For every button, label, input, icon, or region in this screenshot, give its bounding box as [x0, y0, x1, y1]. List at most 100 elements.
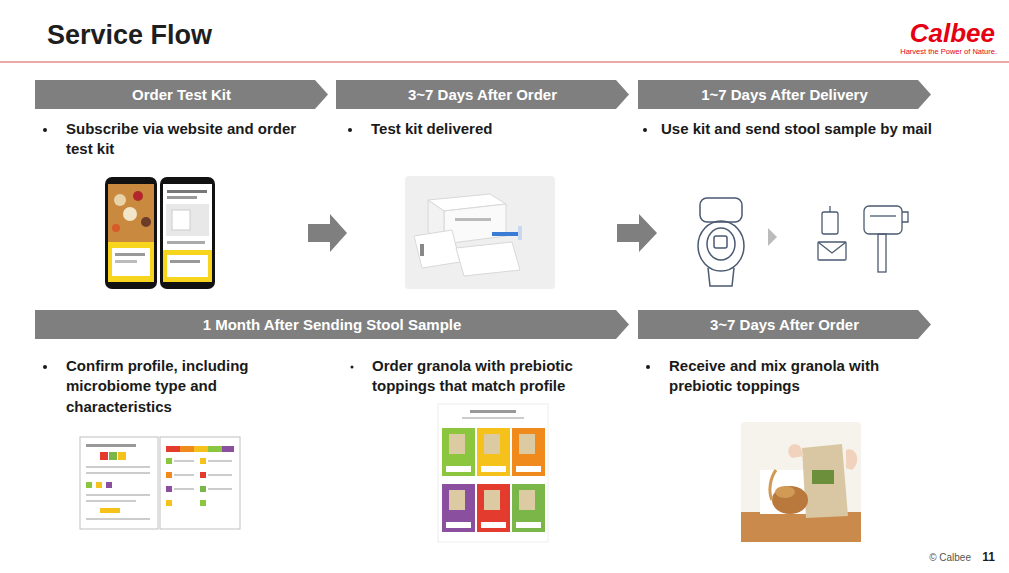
profile-sheets-part — [200, 472, 206, 478]
mail-sketch-part — [822, 212, 838, 234]
brand-logo: Calbee — [910, 16, 995, 51]
phone-screens-part — [160, 177, 215, 289]
profile-sheets-part — [208, 460, 232, 462]
toilet-sketch-part — [714, 236, 727, 248]
phone-screens-part — [170, 260, 200, 263]
copyright-note: © Calbee — [929, 551, 971, 565]
step-description: Subscribe via website and order test kit — [66, 119, 311, 160]
phone-screens-part — [108, 184, 154, 282]
profile-sheets-part — [174, 474, 194, 476]
mail-sketch — [818, 206, 908, 272]
phone-screens-part — [112, 248, 150, 276]
profile-sheets-part — [200, 500, 206, 506]
profile-sheets-part — [222, 446, 234, 452]
slide-title: Service Flow — [47, 20, 212, 51]
bullet-dots-part — [351, 366, 354, 369]
phone-screens-part — [133, 191, 143, 201]
step-chevron: Order Test Kit — [35, 80, 328, 109]
profile-sheets-part — [208, 488, 232, 490]
flow-arrow — [308, 214, 657, 252]
product-chart-part — [519, 434, 535, 454]
phone-screens-part — [163, 184, 212, 282]
step-chevron: 3~7 Days After Order — [336, 80, 629, 109]
product-chart-part — [449, 434, 465, 454]
test-kit-photo-part — [492, 232, 522, 236]
profile-sheets-part — [194, 446, 208, 452]
phone-screens-part — [166, 204, 209, 236]
granola-photo-part — [812, 470, 834, 484]
step-description: Use kit and send stool sample by mail — [661, 119, 936, 139]
profile-sheets-part — [86, 466, 150, 468]
profile-sheets-part — [174, 488, 194, 490]
toilet-sketch-part — [700, 198, 742, 222]
step-description: Confirm profile, including microbiome ty… — [66, 356, 296, 417]
granola-photo-part — [741, 512, 861, 542]
toilet-sketch-part — [698, 221, 744, 271]
test-kit-photo-part — [456, 242, 520, 276]
flow-arrow-part — [617, 214, 657, 252]
bullet-dots-part — [43, 365, 47, 369]
phone-screens-part — [167, 255, 208, 277]
phone-screens-part — [108, 242, 154, 282]
chevron-fill — [35, 310, 629, 339]
profile-sheets-part — [96, 482, 102, 488]
test-kit-photo-part — [455, 218, 491, 221]
test-kit-photo-part — [414, 230, 460, 268]
granola-photo-part — [772, 486, 808, 514]
profile-sheets-part — [86, 518, 150, 520]
phone-screens-part — [105, 177, 157, 289]
mail-sketch-part — [818, 242, 846, 260]
brand-tagline: Harvest the Power of Nature. — [900, 47, 997, 57]
product-chart-part — [446, 466, 471, 472]
toilet-sketch — [698, 198, 744, 286]
profile-sheets-part — [200, 486, 206, 492]
granola-photo — [741, 422, 861, 542]
profile-sheets-part — [86, 494, 150, 496]
product-chart-part — [449, 490, 465, 510]
profile-sheets-part — [86, 444, 136, 447]
product-chart-part — [512, 484, 545, 532]
header-rule — [0, 62, 1009, 63]
phone-screens-part — [112, 224, 120, 232]
phone-screens-part — [167, 190, 207, 193]
step-description: Receive and mix granola with prebiotic t… — [669, 356, 929, 397]
profile-sheets-part — [208, 446, 222, 452]
test-kit-photo-part — [518, 226, 522, 240]
profile-sheets-part — [166, 458, 172, 464]
profile-sheets-part — [118, 452, 126, 460]
page-number: 11 — [982, 549, 995, 565]
product-chart-part — [438, 404, 548, 542]
product-chart-part — [484, 434, 500, 454]
phone-screens-part — [114, 194, 126, 206]
product-chart-part — [481, 522, 506, 528]
profile-sheets-part — [86, 482, 92, 488]
mail-sketch-part — [902, 212, 908, 222]
granola-photo-part — [741, 422, 861, 542]
step-heading: 1 Month After Sending Stool Sample — [203, 316, 462, 333]
mail-sketch-part — [878, 234, 886, 272]
product-chart-part — [484, 490, 500, 510]
product-chart-part — [481, 466, 506, 472]
profile-sheets-part — [86, 500, 136, 502]
chevron-fill — [336, 80, 629, 109]
phone-screens-part — [123, 207, 137, 221]
profile-sheets-part — [208, 474, 232, 476]
phone-screens-part — [108, 184, 154, 242]
phone-screens-part — [172, 210, 190, 230]
profile-sheets-part — [100, 508, 120, 513]
product-chart-part — [519, 490, 535, 510]
granola-photo-part — [770, 470, 776, 500]
mail-sketch-part — [818, 242, 846, 253]
phone-screens — [105, 177, 215, 289]
test-kit-photo — [405, 176, 555, 289]
phone-screens-part — [167, 196, 197, 199]
step-heading: Order Test Kit — [132, 86, 231, 103]
profile-sheets-part — [166, 500, 172, 506]
flow-arrow-part — [308, 214, 347, 252]
step-heading: 1~7 Days After Delivery — [701, 86, 868, 103]
phone-screens-part — [163, 250, 212, 282]
product-chart-part — [462, 417, 524, 419]
test-kit-photo-part — [420, 244, 424, 256]
product-chart-part — [512, 428, 545, 476]
